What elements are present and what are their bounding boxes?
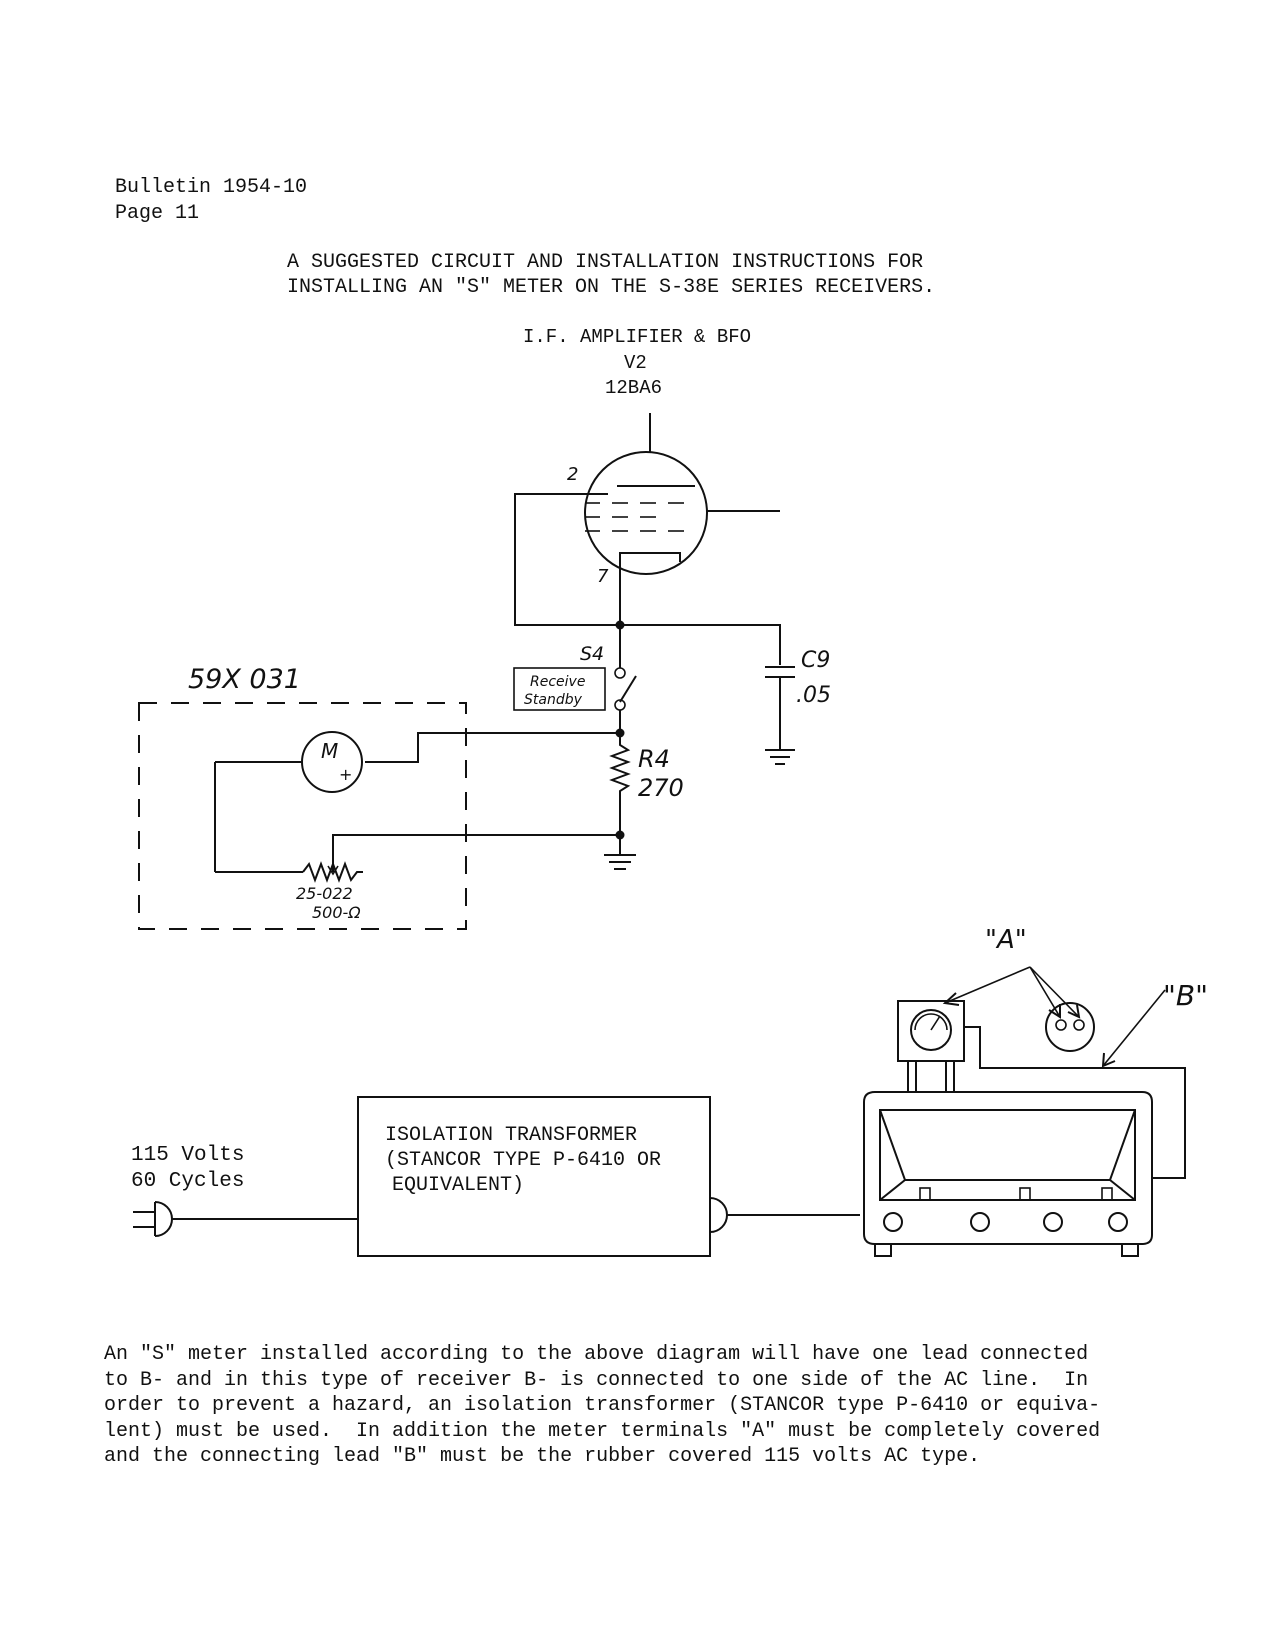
transformer-label-line-2: (STANCOR TYPE P-6410 OR	[385, 1149, 661, 1172]
meter-plus-label: +	[339, 765, 352, 784]
resistor-r4	[609, 733, 631, 835]
lead-b	[964, 1026, 1186, 1179]
paragraph-line: lent) must be used. In addition the mete…	[104, 1419, 1101, 1443]
meter-terminals-icon	[1045, 1002, 1095, 1052]
paragraph-line: and the connecting lead "B" must be the …	[104, 1445, 981, 1468]
pot-part-label: 25-022	[296, 884, 353, 903]
callout-arrow-b	[1101, 989, 1166, 1068]
supply-voltage-label: 115 Volts	[131, 1144, 244, 1167]
callout-arrows-a	[942, 966, 1081, 1019]
pot-wiper-wire	[332, 834, 620, 862]
page-number: Page 11	[115, 202, 200, 225]
pin-2-label: 2	[567, 464, 578, 485]
paragraph-line: to B- and in this type of receiver B- is…	[104, 1368, 1089, 1392]
capacitor-c9	[765, 666, 795, 765]
bulletin-number: Bulletin 1954-10	[115, 176, 308, 199]
meter-kit-part-label: 59X 031	[188, 664, 301, 695]
transformer-label-line-1: ISOLATION TRANSFORMER	[385, 1124, 637, 1147]
receiver-cabinet	[863, 1091, 1153, 1257]
resistor-ref-label: R4	[638, 745, 670, 773]
switch-receive-label: Receive	[530, 674, 585, 690]
callout-a-label: "A"	[985, 925, 1027, 955]
tube-label-function: I.F. AMPLIFIER & BFO	[523, 326, 752, 348]
meter-kit-outline	[138, 702, 467, 930]
vacuum-tube-v2	[584, 413, 780, 625]
transformer-label-line-3: EQUIVALENT)	[392, 1174, 524, 1197]
switch-ref-label: S4	[580, 643, 604, 665]
resistor-value-label: 270	[638, 774, 684, 802]
explanatory-paragraph: An "S" meter installed according to the …	[104, 1342, 1184, 1470]
potentiometer-symbol	[302, 861, 363, 883]
pot-value-label: 500-Ω	[312, 903, 361, 922]
callout-b-label: "B"	[1163, 979, 1208, 1012]
document-title-line-2: INSTALLING AN "S" METER ON THE S-38E SER…	[287, 276, 936, 299]
ac-plug-icon	[133, 1201, 173, 1237]
ground-symbol	[604, 835, 636, 870]
meter-positive-wire	[365, 732, 620, 763]
supply-frequency-label: 60 Cycles	[131, 1170, 244, 1193]
meter-symbol-label: M	[321, 739, 338, 763]
isolation-transformer-box	[357, 1096, 711, 1257]
tube-label-designator: V2	[624, 352, 647, 374]
tube-label-type: 12BA6	[605, 377, 663, 399]
capacitor-value-label: .05	[796, 683, 831, 708]
paragraph-line: An "S" meter installed according to the …	[104, 1343, 1089, 1366]
switch-s4	[513, 625, 637, 733]
outlet-icon	[709, 1197, 728, 1233]
capacitor-ref-label: C9	[801, 648, 830, 673]
document-title-line-1: A SUGGESTED CIRCUIT AND INSTALLATION INS…	[287, 251, 924, 274]
pin-7-label: 7	[597, 566, 609, 587]
switch-standby-label: Standby	[524, 692, 583, 708]
paragraph-line: order to prevent a hazard, an isolation …	[104, 1394, 1101, 1417]
s-meter-housing	[897, 1000, 965, 1092]
s-meter-symbol	[214, 731, 363, 873]
screen-grid-wire	[514, 493, 781, 665]
